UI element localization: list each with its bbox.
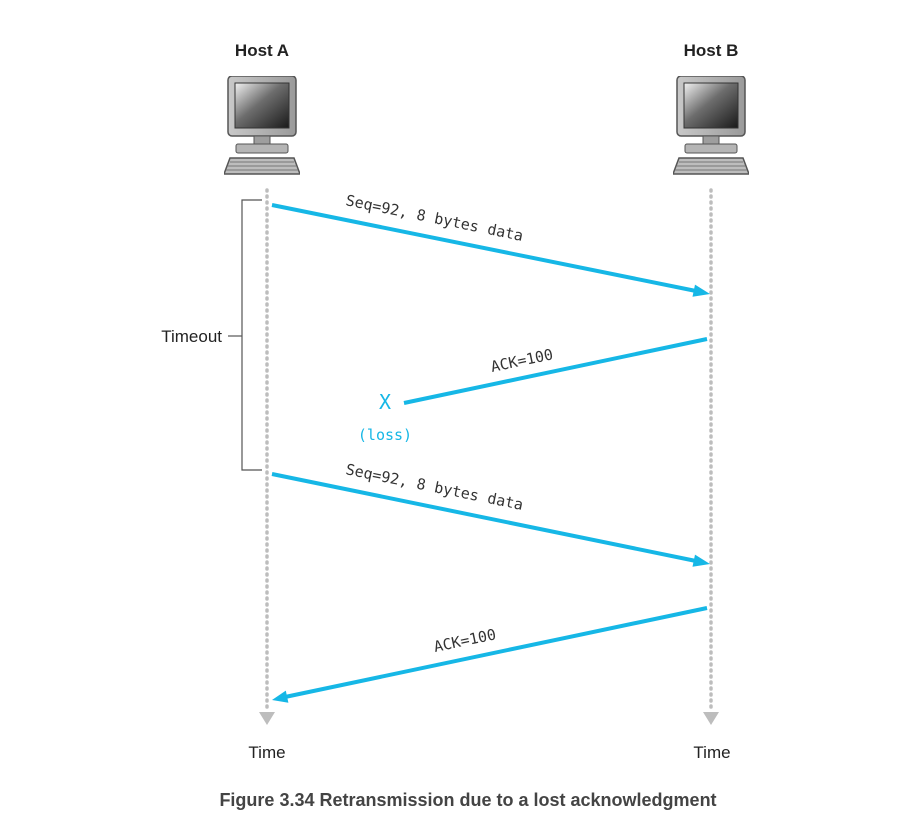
- loss-label: (loss): [358, 426, 412, 444]
- message-3-arrowhead: [692, 554, 710, 567]
- figure-caption: Figure 3.34 Retransmission due to a lost…: [219, 790, 716, 810]
- desktop-computer-icon: [673, 76, 749, 175]
- loss-marker: X: [379, 390, 391, 414]
- message-1-arrow-line: [271, 203, 697, 293]
- host-a-time-label: Time: [248, 743, 285, 762]
- host-b-timeline-arrowhead: [703, 712, 719, 725]
- message-1-arrowhead: [692, 284, 710, 297]
- message-3-arrow-line: [271, 472, 697, 563]
- host-b-time-label: Time: [693, 743, 730, 762]
- message-4-label: ACK=100: [432, 625, 498, 656]
- message-4-arrowhead: [272, 690, 289, 703]
- message-2-arrow-line: [403, 337, 708, 405]
- timeout-label: Timeout: [161, 327, 222, 346]
- host-b-label: Host B: [684, 41, 739, 60]
- timeout-bracket: [241, 199, 262, 471]
- message-4-arrow-line: [284, 606, 708, 699]
- host-a-timeline-arrowhead: [259, 712, 275, 725]
- desktop-computer-icon: [224, 76, 300, 175]
- host-a-label: Host A: [235, 41, 289, 60]
